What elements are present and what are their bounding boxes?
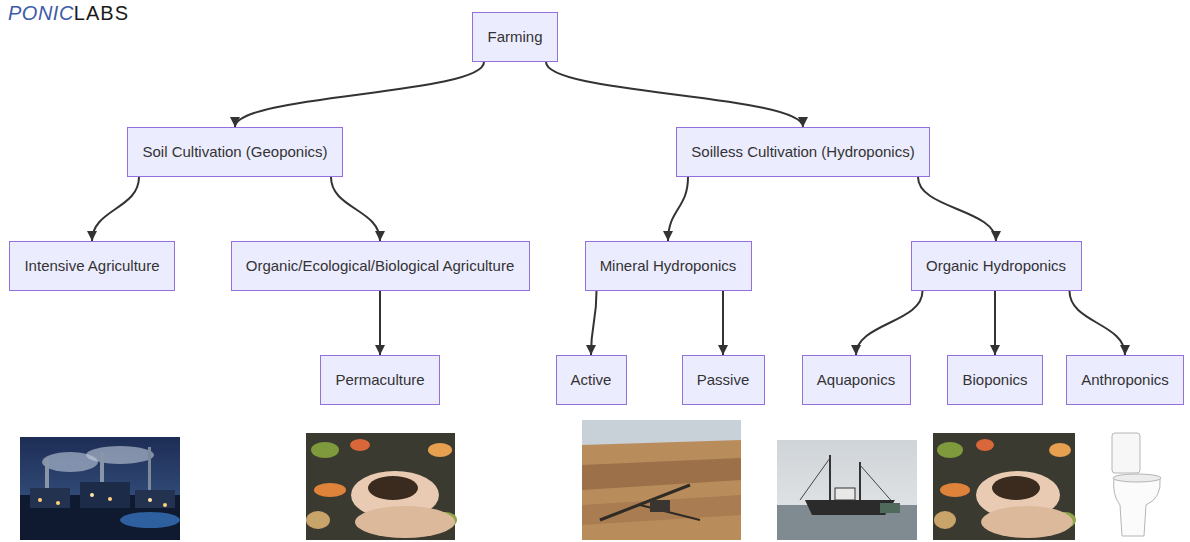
box-label: Bioponics: [962, 371, 1027, 389]
box-label: Passive: [697, 371, 750, 389]
category-box: Soilless Cultivation (Hydroponics): [676, 127, 930, 177]
category-box: Organic Hydroponics: [911, 241, 1082, 291]
factory-photo: [20, 437, 180, 540]
category-box: Mineral Hydroponics: [585, 241, 752, 291]
category-box: Anthroponics: [1066, 355, 1184, 405]
compost-photo: [933, 433, 1076, 540]
tree-connector: [235, 62, 484, 127]
tree-connector: [856, 291, 923, 355]
mine-photo: [582, 420, 741, 540]
tree-connector: [379, 291, 381, 355]
box-label: Farming: [487, 28, 542, 46]
box-label: Aquaponics: [817, 371, 895, 389]
box-label: Anthroponics: [1081, 371, 1169, 389]
tree-connector: [546, 62, 803, 127]
tree-connector: [994, 291, 996, 355]
tree-connector: [331, 177, 380, 241]
tree-connector: [591, 291, 597, 355]
logo-text: LABS: [74, 2, 129, 24]
category-box: Permaculture: [320, 355, 440, 405]
tree-connector: [722, 291, 724, 355]
tree-connector: [668, 177, 688, 241]
box-label: Soilless Cultivation (Hydroponics): [691, 143, 914, 161]
category-box: Aquaponics: [802, 355, 911, 405]
box-label: Organic Hydroponics: [926, 257, 1066, 275]
category-box: Bioponics: [947, 355, 1043, 405]
category-box: Active: [556, 355, 627, 405]
fishing-boat-photo: [777, 440, 917, 540]
box-label: Permaculture: [335, 371, 424, 389]
category-box: Organic/Ecological/Biological Agricultur…: [231, 241, 530, 291]
category-box: Farming: [472, 12, 558, 62]
toilet-photo: [1112, 433, 1161, 536]
box-label: Active: [571, 371, 612, 389]
category-box: Soil Cultivation (Geoponics): [127, 127, 343, 177]
box-label: Organic/Ecological/Biological Agricultur…: [246, 257, 514, 275]
tree-connector: [918, 177, 996, 241]
logo: PONICLABS: [8, 2, 129, 24]
tree-connector: [1070, 291, 1126, 355]
box-label: Intensive Agriculture: [24, 257, 159, 275]
box-label: Soil Cultivation (Geoponics): [142, 143, 327, 161]
logo-text: PONIC: [8, 2, 74, 24]
category-box: Intensive Agriculture: [9, 241, 175, 291]
box-label: Mineral Hydroponics: [600, 257, 737, 275]
category-box: Passive: [682, 355, 765, 405]
compost-photo: [306, 433, 457, 540]
tree-connector: [92, 177, 139, 241]
